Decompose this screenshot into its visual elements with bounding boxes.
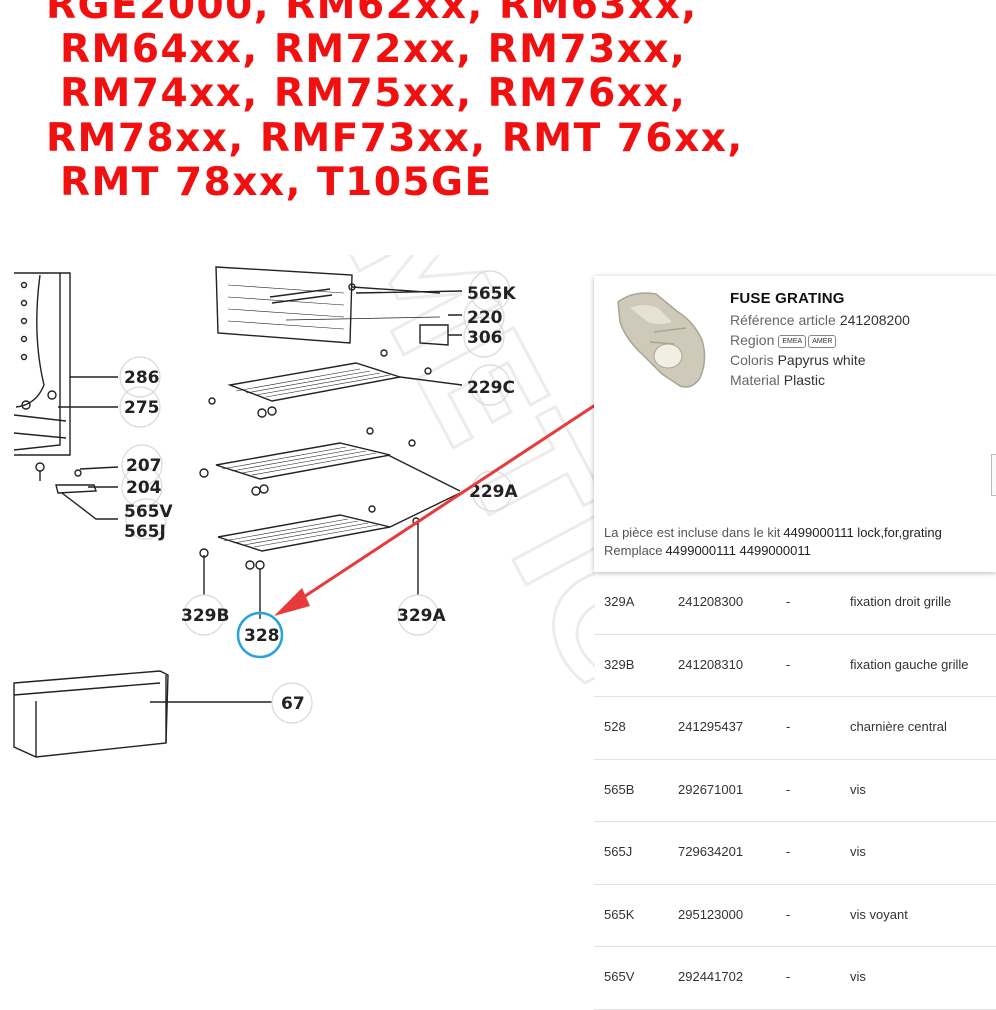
callout-label: 204 [126,478,162,498]
material-label: Material [730,372,780,388]
exploded-parts-diagram: 286 275 207 204 565V 565J 565K 220 306 2… [13,266,518,758]
reference-label: Référence article [730,312,836,328]
region-badge: AMER [808,334,837,348]
kit-label: La pièce est incluse dans le kit [604,525,781,540]
callout-label: 207 [126,456,162,476]
callout-label: 220 [467,308,503,328]
callout-label: 565V [124,502,173,522]
title-line: RM64xx, RM72xx, RM73xx, [60,27,687,72]
region-label: Region [730,332,775,348]
product-name: FUSE GRATING [730,290,845,307]
title-line: RM74xx, RM75xx, RM76xx, [60,71,687,116]
replaces-value: 4499000111 4499000011 [665,543,811,558]
title-line: RM78xx, RMF73xx, RMT 76xx, [46,116,744,161]
title-line: RGE2000, RM62xx, RM63xx, [46,0,698,28]
color-label: Coloris [730,352,774,368]
callout-label: 565J [124,522,166,542]
card-scroll-tab[interactable] [991,454,996,496]
material-value: Plastic [783,372,826,388]
grating-fuse-part-image [617,292,706,388]
reference-value: 241208200 [839,312,910,328]
callout-label: 275 [124,398,160,418]
shelf-middle [199,427,416,496]
callout-label: 329B [181,606,229,626]
kit-link[interactable]: 4499000111 lock,for,grating [783,525,942,540]
callout-label: 328 [244,626,280,646]
color-value: Papyrus white [777,352,866,368]
metic-watermark: METIC [307,255,595,713]
highlighted-callout-ring [236,611,284,659]
callout-label: 229A [469,482,518,502]
callout-label: 67 [281,694,305,714]
shelf-upper [208,349,432,418]
callout-label: 306 [467,328,503,348]
callout-label: 286 [124,368,160,388]
callout-label: 565K [467,284,516,304]
callout-label: 329A [397,606,446,626]
replaces-label: Remplace [604,543,663,558]
region-badge: EMEA [778,334,807,348]
callout-label: 229C [467,378,515,398]
title-line: RMT 78xx, T105GE [60,160,493,205]
